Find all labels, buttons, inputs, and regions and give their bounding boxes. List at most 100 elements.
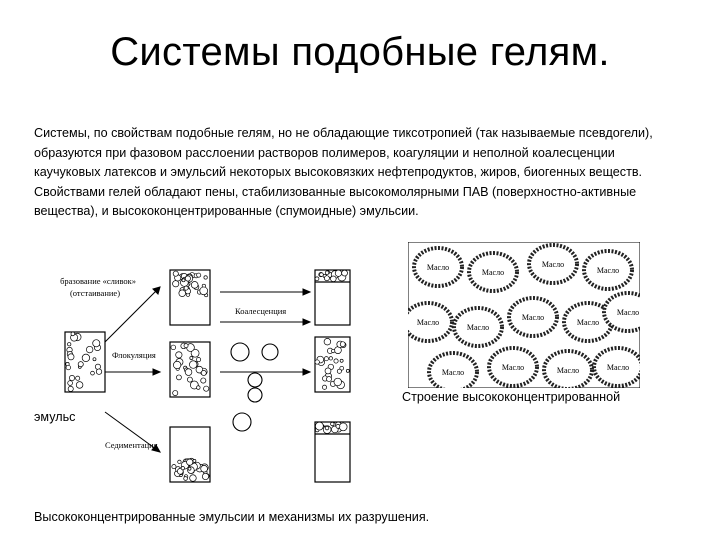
droplet [176,375,181,380]
droplet [86,346,93,353]
droplet [339,423,347,431]
droplet [340,342,345,347]
droplet [184,477,188,481]
droplet [68,343,71,346]
oil-label: Масло [607,363,629,372]
droplet [324,338,331,345]
droplet [184,344,188,348]
paragraph-line: Свойствами гелей обладают пены, стабилиз… [34,183,694,203]
slide-title: Системы подобные гелям. [0,30,720,75]
droplet [68,354,74,360]
droplet [201,370,206,375]
droplet [325,271,329,275]
droplet [331,349,334,352]
oil-label: Масло [597,266,619,275]
droplet [334,378,342,386]
droplet [233,413,251,431]
droplet [197,273,201,277]
droplet [325,368,331,374]
label-flocculation: Флокуляция [112,350,156,360]
droplet [96,369,101,374]
emulsion-mechanisms-diagram: Образование «сливок» (отстаивание) Коале… [60,262,360,494]
droplet [185,276,190,281]
droplet [331,422,334,425]
droplet [190,356,193,359]
droplet [342,270,348,276]
droplet [204,276,207,279]
droplet [193,459,196,462]
droplet [315,422,323,430]
droplet [262,344,278,360]
droplet [185,369,192,376]
paragraph-line: Системы, по свойствам подобные гелям, но… [34,124,694,144]
droplet [197,358,201,362]
droplet [329,357,332,360]
droplet [93,340,100,347]
droplet [173,271,178,276]
label-creaming: Образование «сливок» [60,276,136,286]
droplet [201,378,206,383]
droplet [171,345,176,350]
oil-label: Масло [542,260,564,269]
droplet [182,279,185,282]
oil-label: Масло [442,368,464,377]
droplet [188,467,191,470]
droplet [196,386,200,390]
oil-label: Масло [557,366,579,375]
oil-label: Масло [482,268,504,277]
droplet [334,359,338,363]
droplet [330,276,336,282]
oil-label: Масло [417,318,439,327]
droplet [231,343,249,361]
droplet [202,473,208,479]
foam-structure-figure: МаслоМаслоМаслоМаслоМаслоМаслоМаслоМасло… [408,242,640,388]
droplet [178,460,181,463]
emulsion-caption: Высококонцентрированные эмульсии и механ… [34,510,429,524]
droplet [76,382,83,389]
droplet [204,386,209,391]
droplet [248,373,262,387]
droplet [187,459,193,465]
droplet [315,277,319,281]
label-creaming-sub: (отстаивание) [70,288,120,298]
droplet [76,376,80,380]
body-paragraph: Системы, по свойствам подобные гелям, но… [34,124,694,222]
droplet [346,369,349,372]
droplet [335,270,341,276]
droplet [66,365,71,370]
droplet [320,273,324,277]
droplet [190,475,197,482]
droplet [68,381,73,386]
paragraph-line: каучуковых латексов и эмульсий некоторых… [34,163,694,183]
droplet [176,352,182,358]
paragraph-line: образуются при фазовом расслоении раство… [34,144,694,164]
droplet [173,361,181,369]
droplet [191,282,198,289]
droplet [78,362,83,367]
droplet [324,276,329,281]
oil-label: Масло [577,318,599,327]
droplet [336,424,340,428]
oil-label: Масло [467,323,489,332]
droplet [91,371,95,375]
droplet [173,281,179,287]
droplet [95,364,100,369]
paragraph-line: вещества), и высококонцентрированные (сп… [34,202,694,222]
droplet [93,358,96,361]
oil-label: Масло [427,263,449,272]
droplet [340,359,343,362]
droplet [82,354,90,362]
droplet [69,375,74,380]
label-coalescence: Коалесценция [235,306,286,316]
droplet [184,286,188,290]
foam-caption: Строение высококонцентрированной [402,390,620,404]
droplet [173,390,178,395]
droplet [326,376,331,381]
droplet [325,426,329,430]
droplet [324,357,328,361]
droplet [68,386,73,391]
droplet [181,466,184,469]
droplet [315,360,319,364]
droplet [201,465,208,472]
droplet [337,369,341,373]
